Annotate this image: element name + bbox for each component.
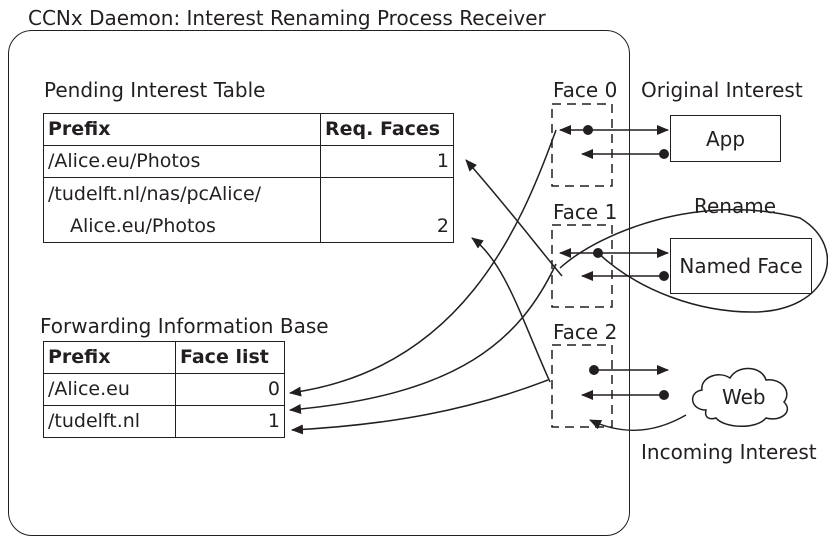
face-0-box: [551, 103, 613, 187]
table-row: /tudelft.nl 1: [43, 405, 285, 438]
face-2-dot-bottom: [659, 390, 669, 400]
fib-to-face-2: [291, 379, 549, 435]
table-row: /tudelft.nl/nas/pcAlice/: [43, 177, 454, 210]
pit-prefix-line1: /tudelft.nl/nas/pcAlice/: [43, 177, 321, 210]
pit-faces: 2: [320, 210, 454, 243]
face-2-dot-top: [589, 365, 599, 375]
to-pit-row-1: [465, 159, 563, 277]
to-pit-row-2: [471, 237, 551, 383]
face-0-dot-bottom: [659, 149, 669, 159]
original-interest-label: Original Interest: [641, 78, 803, 102]
face-1-dot-bottom: [659, 271, 669, 281]
pit-prefix: /Alice.eu/Photos: [43, 145, 321, 178]
table-row: /Alice.eu/Photos 1: [43, 145, 454, 178]
rename-loop: [559, 208, 828, 313]
fib-header-faces: Face list: [175, 341, 285, 374]
fib-title: Forwarding Information Base: [40, 314, 329, 338]
face-1-label: Face 1: [553, 200, 618, 224]
face-2-label: Face 2: [553, 320, 618, 344]
pit-faces: 1: [320, 145, 454, 178]
app-label: App: [705, 126, 746, 151]
daemon-title: CCNx Daemon: Interest Renaming Process R…: [28, 6, 546, 30]
app-box: App: [670, 115, 781, 162]
pit-header-row: Prefix Req. Faces: [43, 113, 454, 146]
fib-header-row: Prefix Face list: [43, 341, 285, 374]
fib-header-prefix: Prefix: [43, 341, 176, 374]
pit-header-faces: Req. Faces: [320, 113, 454, 146]
face-0-label: Face 0: [553, 78, 618, 102]
pit-prefix-line2: Alice.eu/Photos: [43, 210, 321, 243]
table-row-continued: Alice.eu/Photos 2: [43, 210, 454, 243]
web-label: Web: [722, 385, 766, 409]
incoming-interest-label: Incoming Interest: [641, 440, 817, 464]
face-1-box: [551, 224, 613, 308]
face-2-box: [551, 344, 613, 428]
face-0-dot-top: [583, 125, 593, 135]
named-face-label: Named Face: [679, 254, 803, 278]
forwarding-information-base: Prefix Face list /Alice.eu 0 /tudelft.nl…: [43, 341, 285, 438]
incoming-interest-curve: [589, 414, 687, 431]
web-cloud-icon: [692, 367, 789, 427]
fib-to-face-1: [289, 263, 557, 415]
pit-title: Pending Interest Table: [44, 78, 266, 102]
fib-faces: 1: [175, 405, 285, 438]
face-1-dot-top: [593, 248, 603, 258]
fib-prefix: /tudelft.nl: [43, 405, 176, 438]
daemon-boundary: [8, 30, 630, 536]
fib-to-face-0: [289, 129, 557, 397]
named-face-box: Named Face: [670, 238, 812, 294]
pending-interest-table: Prefix Req. Faces /Alice.eu/Photos 1 /tu…: [43, 113, 454, 243]
